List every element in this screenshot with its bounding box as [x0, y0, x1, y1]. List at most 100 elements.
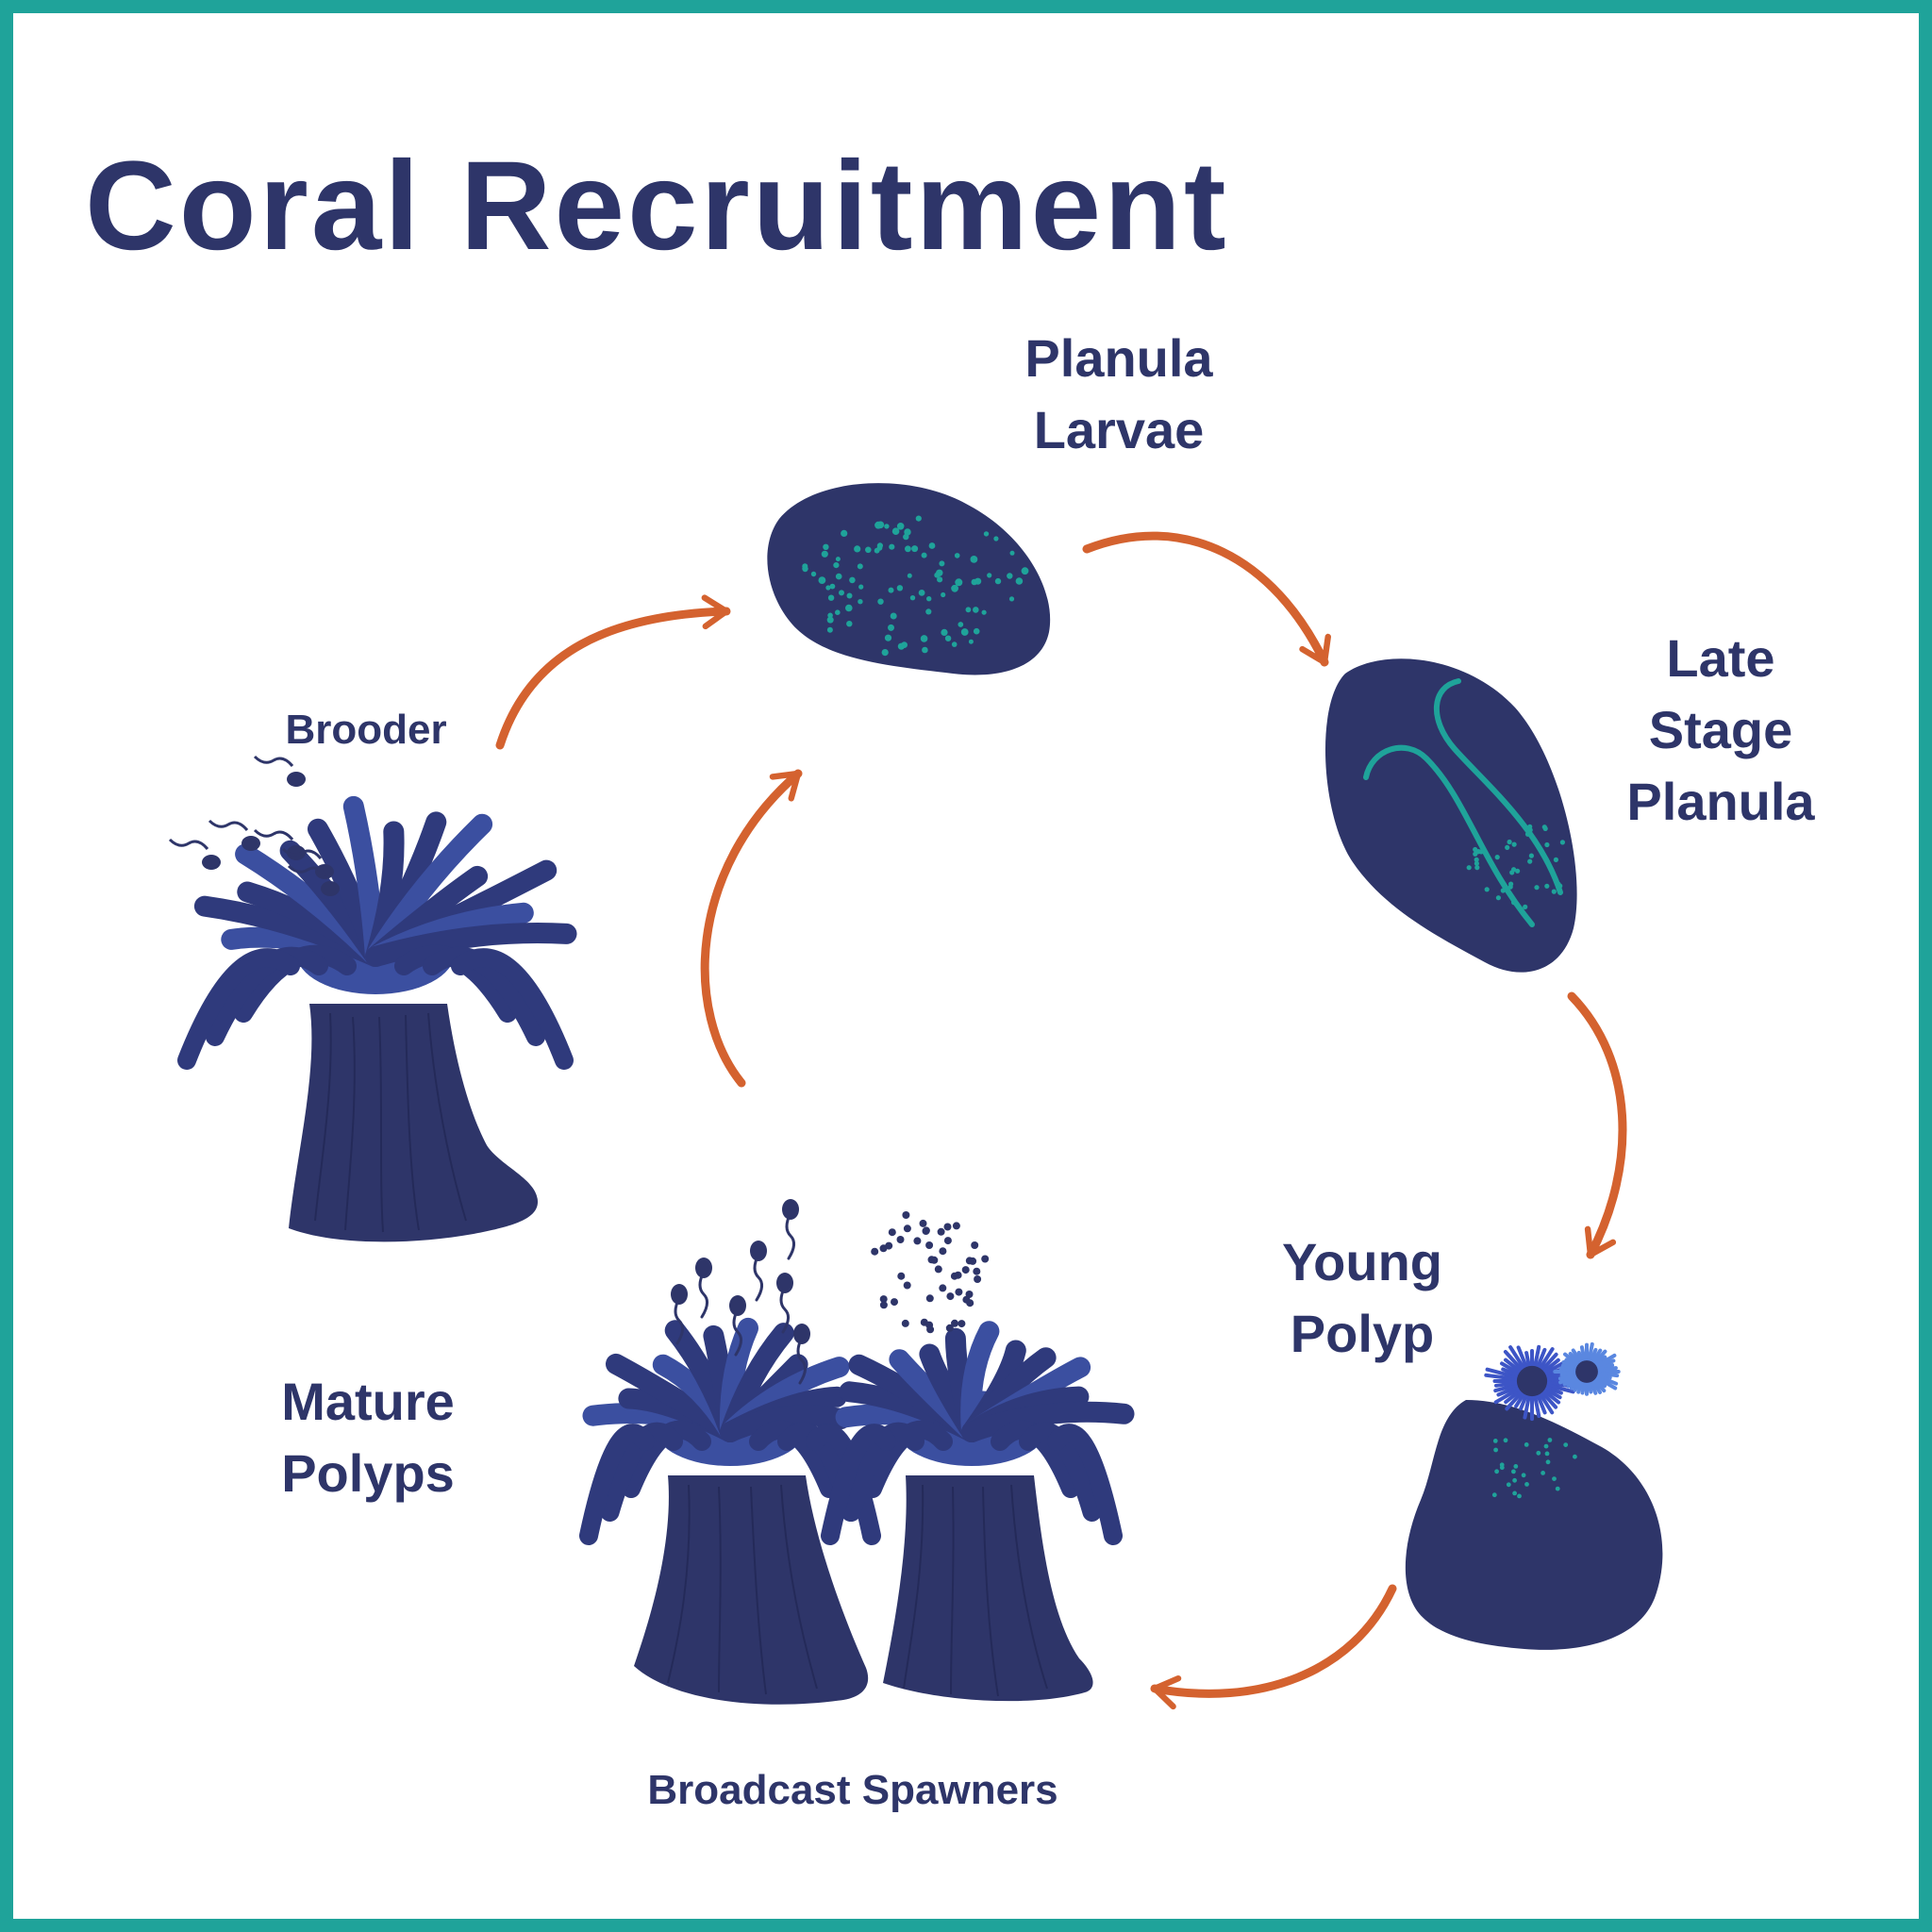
- planula-dot: [993, 536, 999, 541]
- young-polyp-dot: [1573, 1454, 1577, 1459]
- sperm-tail: [785, 1211, 795, 1260]
- late-stage-dot: [1551, 889, 1557, 894]
- larva-tail: [168, 838, 209, 850]
- larva-head: [242, 836, 260, 851]
- planula-dot: [827, 594, 835, 601]
- planula-larva: [767, 483, 1051, 675]
- late-stage-dot: [1518, 907, 1524, 912]
- egg: [879, 1295, 888, 1304]
- planula-dot: [823, 543, 829, 550]
- planula-dot: [921, 552, 927, 558]
- egg: [903, 1224, 911, 1233]
- sperm-tail: [779, 1285, 790, 1334]
- egg: [927, 1256, 936, 1264]
- planula-dot: [858, 584, 864, 590]
- late-stage-dot: [1515, 868, 1521, 874]
- planula-dot: [1021, 567, 1029, 575]
- young-polyp-dot: [1491, 1492, 1497, 1498]
- young-polyp-dot: [1499, 1465, 1505, 1471]
- young-polyp-dot: [1547, 1438, 1553, 1442]
- larva-tail: [287, 864, 328, 876]
- egg: [943, 1237, 952, 1245]
- arrow-late-stage-to-young-polyp: [1567, 991, 1627, 1259]
- egg: [925, 1294, 934, 1303]
- brooder-tentacles: [177, 795, 577, 1070]
- planula-dot: [928, 542, 936, 549]
- late-stage-dot: [1511, 900, 1517, 906]
- egg: [919, 1219, 927, 1227]
- tentacle: [720, 1405, 852, 1442]
- planula-dot: [955, 578, 963, 587]
- tentacle: [806, 1424, 881, 1545]
- late-stage-dot: [1494, 855, 1500, 860]
- planula-dot: [884, 524, 890, 529]
- egg: [937, 1227, 945, 1236]
- sperm-head: [695, 1257, 712, 1278]
- planula-dot: [833, 562, 840, 569]
- sperm-tail: [732, 1307, 742, 1357]
- young-polyp-dot: [1503, 1438, 1508, 1443]
- egg-cells: [871, 1211, 990, 1334]
- label-line: Polyp: [1290, 1304, 1435, 1363]
- late-stage-dot: [1474, 849, 1480, 855]
- late-stage-dot: [1500, 888, 1506, 893]
- late-stage-dot: [1553, 857, 1558, 863]
- egg: [879, 1244, 888, 1253]
- planula-dot: [835, 557, 841, 562]
- egg: [897, 1272, 906, 1280]
- planula-dot: [897, 642, 906, 650]
- egg: [958, 1320, 966, 1328]
- tentacle: [1047, 1424, 1123, 1545]
- egg: [926, 1325, 935, 1334]
- label-line: Polyps: [281, 1443, 455, 1503]
- late-stage-planula: [1324, 658, 1577, 973]
- egg: [973, 1267, 981, 1275]
- planula-dot: [1015, 577, 1024, 585]
- planula-dot: [846, 621, 853, 627]
- planula-dot: [983, 531, 990, 537]
- label-line: Late: [1666, 628, 1775, 688]
- planula-dot: [941, 591, 946, 598]
- late-stage-dot: [1474, 865, 1480, 871]
- brooder-larvae: [168, 755, 340, 896]
- egg: [922, 1227, 930, 1235]
- egg: [903, 1281, 911, 1290]
- planula-dot: [926, 596, 932, 602]
- sperm-head: [793, 1324, 810, 1344]
- planula-dot: [915, 515, 922, 522]
- late-stage-dot: [1509, 870, 1515, 875]
- planula-dot: [839, 590, 844, 596]
- planula-dot: [890, 612, 897, 620]
- young-polyp-dot: [1493, 1447, 1498, 1453]
- planula-dot: [841, 529, 848, 538]
- larva-tail: [208, 819, 249, 831]
- sperm-head: [750, 1241, 767, 1261]
- egg: [939, 1284, 947, 1292]
- egg: [934, 1265, 942, 1274]
- planula-dot: [944, 635, 952, 641]
- planula-dot: [888, 624, 894, 631]
- planula-dot: [911, 545, 919, 553]
- label-young-polyp: Young Polyp: [1230, 1226, 1494, 1370]
- planula-dot: [829, 583, 836, 590]
- young-polyp-dot: [1521, 1473, 1526, 1478]
- planula-dot: [891, 527, 900, 535]
- planula-dot: [825, 585, 831, 591]
- planula-dot: [874, 547, 880, 554]
- label-brooder: Brooder: [285, 707, 447, 753]
- young-polyp-dot: [1543, 1443, 1549, 1449]
- planula-dot: [827, 612, 833, 619]
- planula-dot: [1009, 550, 1015, 556]
- egg: [969, 1257, 977, 1265]
- planula-dots: [802, 515, 1029, 657]
- late-stage-dots: [1466, 824, 1565, 912]
- planula-dot: [968, 639, 974, 644]
- egg: [939, 1247, 947, 1256]
- late-stage-dot: [1544, 883, 1550, 889]
- young-polyp-dot: [1492, 1439, 1498, 1443]
- planula-dot: [952, 585, 958, 591]
- planula-dot: [845, 604, 853, 612]
- egg: [945, 1324, 954, 1332]
- sperm-cells: [671, 1199, 810, 1385]
- page-title: Coral Recruitment: [85, 136, 1229, 276]
